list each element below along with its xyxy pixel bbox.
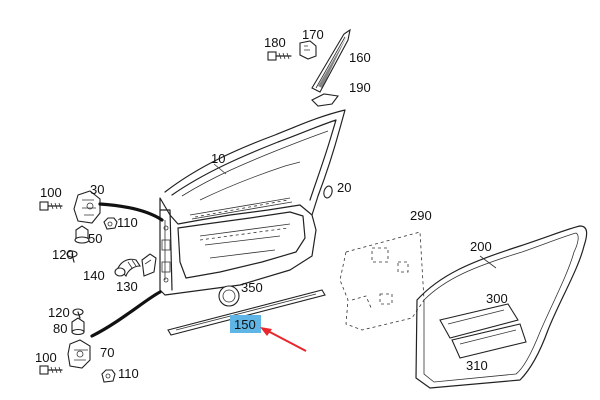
bolt-120-lower bbox=[72, 308, 84, 319]
label-300: 300 bbox=[486, 291, 508, 306]
label-200: 200 bbox=[470, 239, 492, 254]
leader-10 bbox=[213, 163, 227, 175]
pad-300 bbox=[439, 303, 519, 339]
bolt-120-upper bbox=[66, 250, 78, 263]
grommet-20 bbox=[323, 185, 333, 199]
label-100-upper: 100 bbox=[40, 185, 62, 200]
label-140: 140 bbox=[83, 268, 105, 283]
bolt-100-lower bbox=[39, 365, 63, 375]
label-80: 80 bbox=[53, 321, 67, 336]
label-110-upper: 110 bbox=[117, 215, 138, 230]
door-shell-10 bbox=[159, 109, 346, 296]
pad-310 bbox=[451, 323, 527, 359]
label-170: 170 bbox=[302, 27, 324, 42]
label-20: 20 bbox=[337, 180, 351, 195]
label-350: 350 bbox=[241, 280, 263, 295]
grommet-350 bbox=[218, 285, 240, 307]
nut-110-upper bbox=[103, 217, 118, 230]
door-seal-200 bbox=[415, 225, 588, 389]
arrow-150 bbox=[260, 327, 307, 352]
label-120-upper: 120 bbox=[52, 247, 74, 262]
hinge-30 bbox=[73, 190, 101, 224]
bumper-50 bbox=[74, 225, 90, 244]
nut-110-lower bbox=[101, 369, 116, 383]
hinge-upper-cable bbox=[98, 202, 164, 222]
seal-strip-150 bbox=[167, 289, 326, 336]
bolt-180 bbox=[267, 51, 292, 61]
label-100-lower: 100 bbox=[35, 350, 57, 365]
label-120-lower: 120 bbox=[48, 305, 70, 320]
bolt-100-upper bbox=[39, 201, 63, 211]
label-30: 30 bbox=[90, 182, 104, 197]
label-150: 150 bbox=[234, 317, 256, 332]
label-180: 180 bbox=[264, 35, 286, 50]
leader-200 bbox=[479, 255, 497, 269]
label-160: 160 bbox=[349, 50, 371, 65]
label-50: 50 bbox=[88, 231, 102, 246]
hinge-70 bbox=[67, 339, 91, 369]
trim-160 bbox=[311, 28, 351, 93]
hinge-lower-cable bbox=[90, 290, 162, 338]
label-190: 190 bbox=[349, 80, 371, 95]
label-310: 310 bbox=[466, 358, 488, 373]
label-10: 10 bbox=[211, 151, 225, 166]
label-130: 130 bbox=[116, 279, 138, 294]
clip-170 bbox=[299, 40, 317, 60]
highlight-150 bbox=[230, 315, 261, 333]
bracket-130 bbox=[141, 253, 157, 277]
label-70: 70 bbox=[100, 345, 114, 360]
hose-140 bbox=[114, 258, 142, 278]
bumper-80 bbox=[71, 317, 85, 336]
cap-190 bbox=[311, 93, 339, 107]
vapor-film-290 bbox=[339, 231, 425, 331]
label-110-lower: 110 bbox=[118, 366, 139, 381]
label-290: 290 bbox=[410, 208, 432, 223]
